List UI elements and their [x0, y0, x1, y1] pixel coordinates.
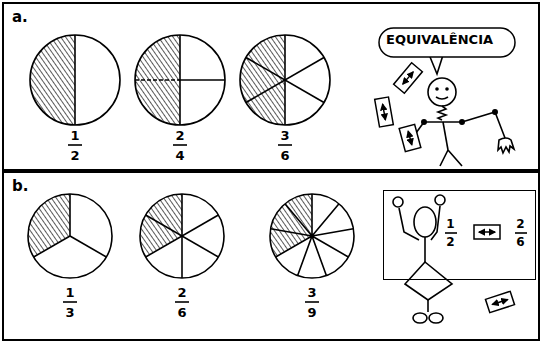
numerator: 2: [175, 129, 184, 142]
numerator: 2: [516, 218, 524, 230]
panel-letter: a.: [12, 10, 28, 25]
denominator: 9: [307, 306, 316, 319]
panel-a: EQUIVALÊNCIA a.: [2, 2, 540, 171]
panel-letter: b.: [12, 179, 28, 194]
denominator: 6: [516, 236, 524, 248]
thirds-circle: [28, 194, 112, 278]
arrow-card: [399, 124, 421, 151]
arrow-card: [474, 225, 500, 239]
speech-bubble: EQUIVALÊNCIA: [378, 27, 516, 58]
denominator: 3: [65, 306, 74, 319]
fraction-bar: [63, 145, 527, 302]
numerator: 1: [446, 218, 454, 230]
panel-b: 1 2 2 6 b.: [2, 171, 540, 341]
stick-figure: [393, 195, 452, 323]
numerator: 1: [70, 129, 79, 142]
denominator: 6: [280, 149, 289, 162]
denominator: 2: [446, 236, 454, 248]
sign-board: 1 2 2 6: [383, 190, 536, 280]
half-circle: [30, 35, 120, 125]
numerator: 2: [177, 286, 186, 299]
ninths-circle: [270, 194, 354, 278]
numerator: 1: [65, 286, 74, 299]
arrow-card: [485, 291, 514, 312]
denominator: 2: [70, 149, 79, 162]
denominator: 6: [177, 306, 186, 319]
denominator: 4: [175, 149, 184, 162]
sixths-circle: [140, 194, 224, 278]
stick-figure: [416, 52, 514, 166]
numerator: 3: [307, 286, 316, 299]
numerator: 3: [280, 129, 289, 142]
quarters-circle: [135, 35, 225, 125]
speech-text: EQUIVALÊNCIA: [386, 33, 493, 46]
sixths-circle: [240, 35, 330, 125]
arrow-card: [375, 97, 394, 127]
arrow-card: [394, 63, 423, 93]
